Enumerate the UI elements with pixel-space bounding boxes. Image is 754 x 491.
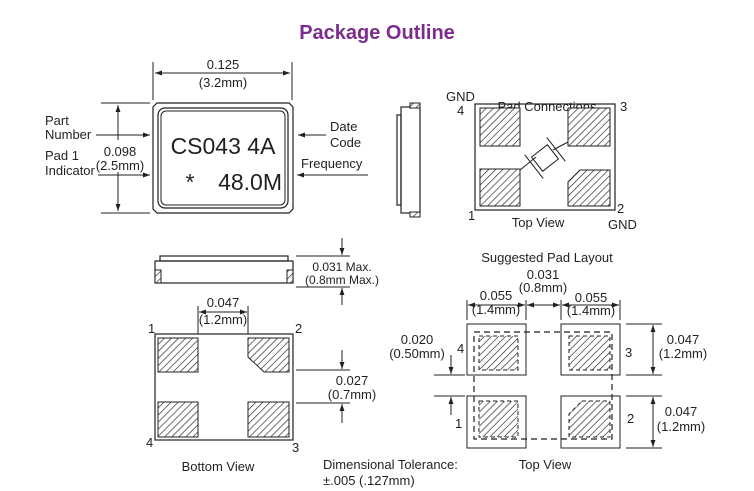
- pin-1: 1: [148, 321, 155, 336]
- pin-2: 2: [627, 411, 634, 426]
- height-mm: (2.5mm): [96, 158, 144, 173]
- marking-frequency: 48.0M: [218, 169, 282, 195]
- date-code-label-2: Code: [330, 135, 361, 150]
- pad-height-top-mm: (1.2mm): [659, 346, 707, 361]
- pad-height-bottom-mm: (1.2mm): [657, 419, 705, 434]
- date-code-label-1: Date: [330, 119, 357, 134]
- pad-height-top-inch: 0.047: [667, 332, 700, 347]
- tolerance-line1: Dimensional Tolerance:: [323, 457, 458, 472]
- pin-1: 1: [455, 416, 462, 431]
- pin-4: 4: [457, 341, 464, 356]
- suggested-pad-layout: Suggested Pad Layout 0.031 (0.8mm) 0.055…: [389, 250, 707, 472]
- pad-layout-title: Suggested Pad Layout: [481, 250, 613, 265]
- pad-pitch-mm: (1.2mm): [199, 312, 247, 327]
- center-gap-mm: (0.8mm): [519, 280, 567, 295]
- pin-4: 4: [457, 103, 464, 118]
- vertical-gap-mm: (0.50mm): [389, 346, 445, 361]
- thickness-mm: (0.8mm Max.): [305, 273, 379, 287]
- pin-gnd-top: GND: [446, 89, 475, 104]
- pad1-label-2: Indicator: [45, 163, 96, 178]
- pad-width-right-inch: 0.055: [575, 290, 608, 305]
- marking-star: *: [186, 169, 195, 195]
- top-view-label: Top View: [512, 215, 565, 230]
- height-inch: 0.098: [104, 144, 137, 159]
- side-view-vertical: [396, 102, 421, 218]
- part-number-label-2: Number: [45, 127, 92, 142]
- part-number-label-1: Part: [45, 113, 69, 128]
- frequency-label: Frequency: [301, 156, 363, 171]
- pad-connections: Pad Connections GND 4 3 1 Top View 2 GND: [446, 89, 637, 232]
- pin-gnd-bottom: GND: [608, 217, 637, 232]
- pad-width-left-mm: (1.4mm): [472, 302, 520, 317]
- pad-width-left-inch: 0.055: [480, 288, 513, 303]
- pin-3: 3: [292, 440, 299, 455]
- pad-gap-inch: 0.027: [336, 373, 369, 388]
- page-title: Package Outline: [299, 22, 455, 44]
- width-inch: 0.125: [207, 57, 240, 72]
- top-view-label: Top View: [519, 457, 572, 472]
- pin-2: 2: [295, 321, 302, 336]
- pin-1: 1: [468, 208, 475, 223]
- pad-height-bottom-inch: 0.047: [665, 404, 698, 419]
- marking-line1: CS043 4A: [171, 133, 277, 159]
- width-mm: (3.2mm): [199, 75, 247, 90]
- pin-3: 3: [620, 99, 627, 114]
- vertical-gap-inch: 0.020: [401, 332, 434, 347]
- pad-gap-mm: (0.7mm): [328, 387, 376, 402]
- center-gap-inch: 0.031: [527, 267, 560, 282]
- pin-4: 4: [146, 435, 153, 450]
- pin-2: 2: [617, 201, 624, 216]
- tolerance-line2: ±.005 (.127mm): [323, 473, 415, 488]
- pin-3: 3: [625, 345, 632, 360]
- bottom-view: 0.047 (1.2mm) 1 2 4 3 0.027 (0.7mm) Bott…: [146, 295, 376, 474]
- side-view-horizontal: 0.031 Max. (0.8mm Max.): [154, 238, 379, 305]
- bottom-view-label: Bottom View: [182, 459, 255, 474]
- pad1-label-1: Pad 1: [45, 148, 79, 163]
- thickness-inch: 0.031 Max.: [312, 260, 371, 274]
- pad-pitch-inch: 0.047: [207, 295, 240, 310]
- top-view-package: 0.125 (3.2mm) CS043 4A * 48.0M 0.098 (2.…: [45, 57, 368, 214]
